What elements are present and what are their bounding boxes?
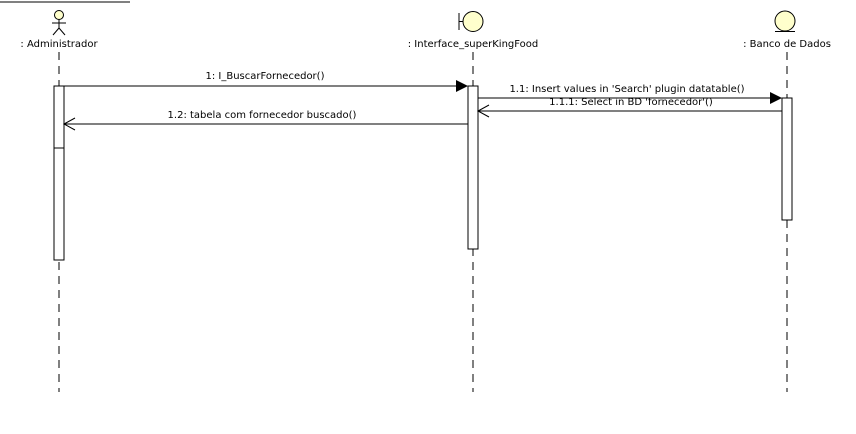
message-label: 1: I_BuscarFornecedor() [206,71,325,82]
actor-icon [52,10,66,36]
activation-administrador[interactable] [53,85,65,261]
participant-label: : Interface_superKingFood [408,39,538,50]
entity-icon [774,10,796,32]
filled-arrowhead [770,92,782,104]
message-1[interactable]: 1: I_BuscarFornecedor() [64,71,468,92]
filled-arrowhead [456,80,468,92]
participant-interface[interactable]: : Interface_superKingFood [408,11,538,51]
participant-banco-de-dados[interactable]: : Banco de Dados [743,10,831,50]
participant-label: : Administrador [20,39,98,50]
message-label: 1.1.1: Select in BD 'fornecedor'() [549,97,713,108]
message-1-1-1[interactable]: 1.1.1: Select in BD 'fornecedor'() [476,97,782,118]
participant-administrador[interactable]: : Administrador [20,10,98,51]
message-1-2[interactable]: 1.2: tabela com fornecedor buscado() [62,110,468,131]
activation-banco-de-dados[interactable] [781,97,793,221]
message-1-1[interactable]: 1.1: Insert values in 'Search' plugin da… [478,84,782,104]
boundary-icon [458,11,484,32]
open-arrowhead [62,117,76,131]
participant-label: : Banco de Dados [743,39,831,50]
open-arrowhead [476,104,490,118]
message-label: 1.2: tabela com fornecedor buscado() [168,110,357,121]
message-label: 1.1: Insert values in 'Search' plugin da… [509,84,744,95]
activation-interface[interactable] [467,85,479,250]
